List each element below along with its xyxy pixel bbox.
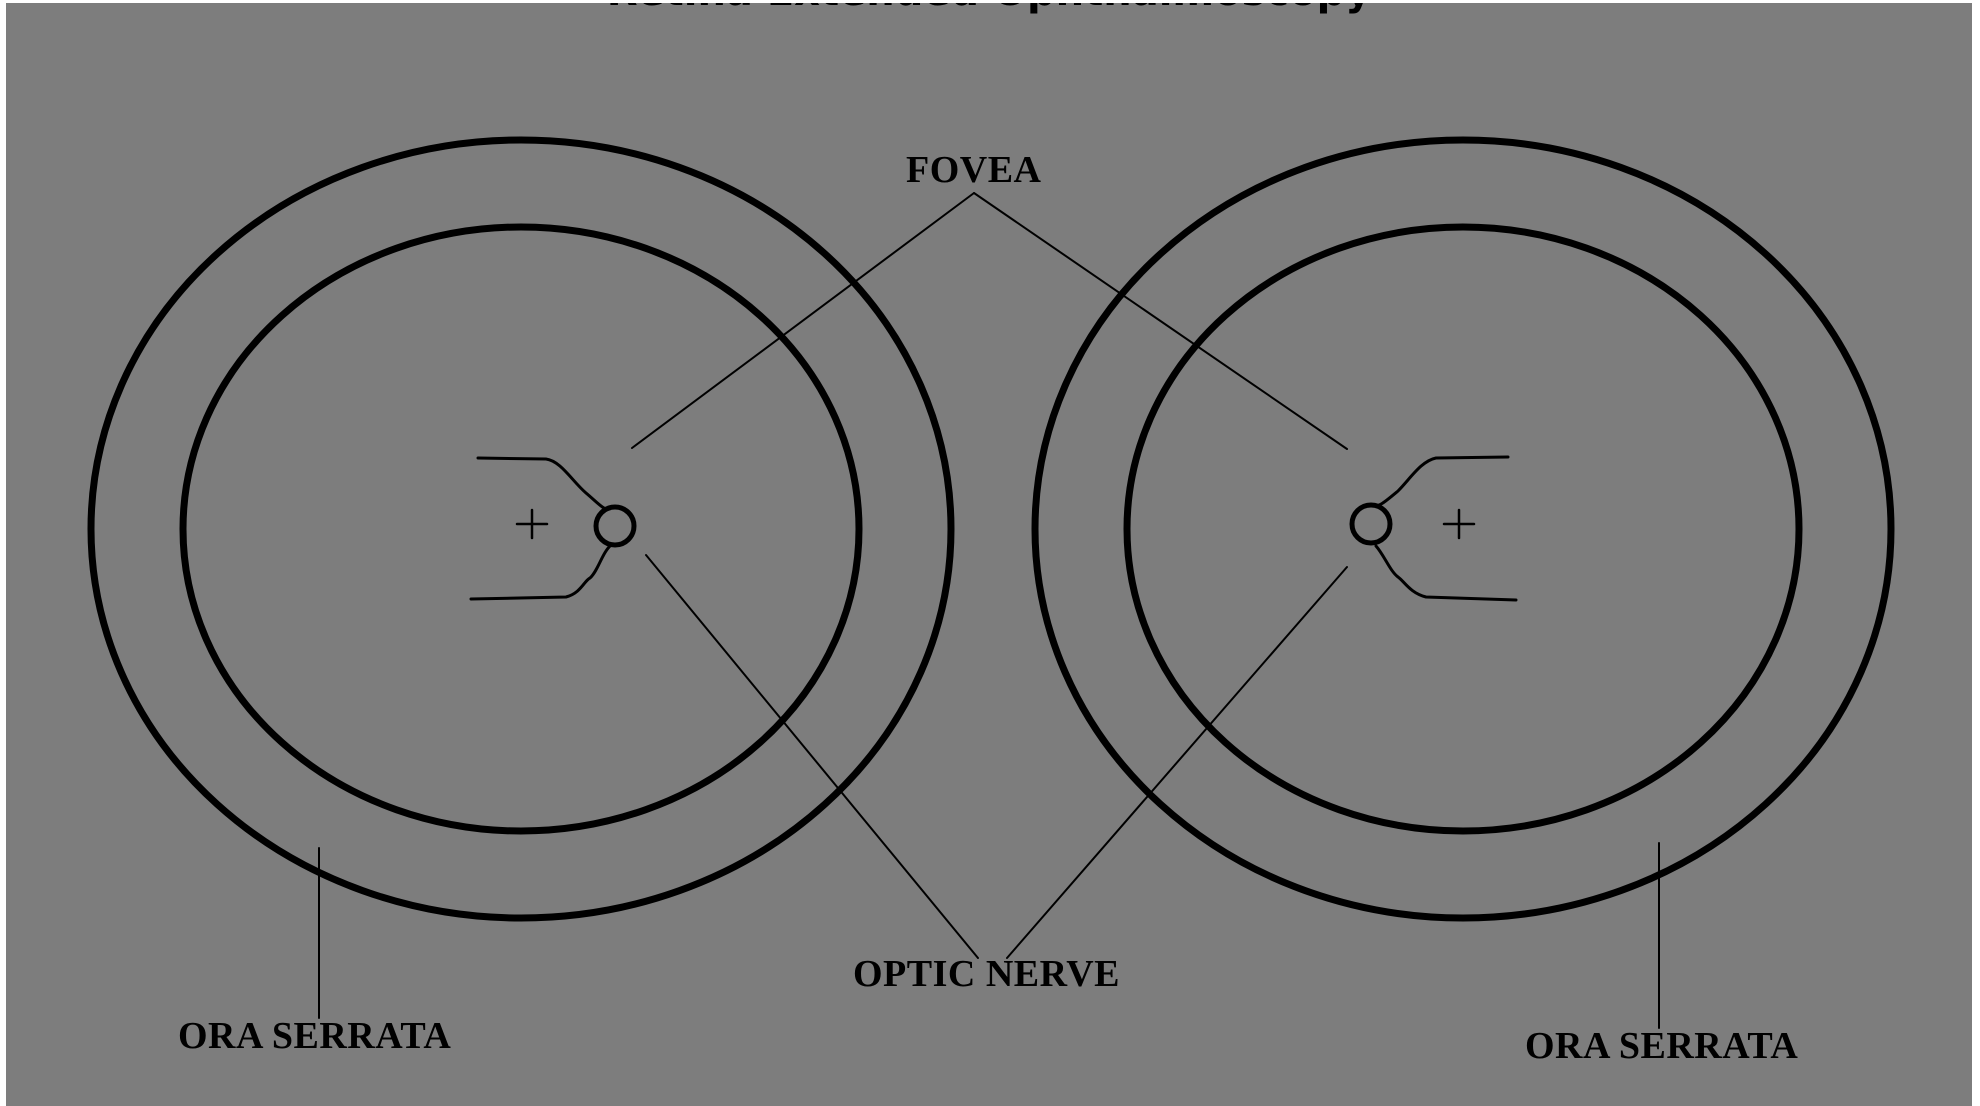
leader-lines <box>319 193 1659 1028</box>
optic-nerve-leader-left <box>646 555 978 958</box>
ora-serrata-right-label: ORA SERRATA <box>1525 1024 1798 1068</box>
right-fovea-cross <box>1444 510 1474 538</box>
optic-nerve-label: OPTIC NERVE <box>853 952 1120 996</box>
right-macula-outline <box>1374 457 1508 506</box>
fovea-leader-right <box>974 193 1347 449</box>
ora-serrata-left-label: ORA SERRATA <box>178 1014 451 1058</box>
optic-nerve-leader-right <box>1007 567 1347 958</box>
left-macula-outline <box>478 458 611 509</box>
left-equator-circle <box>183 227 859 831</box>
diagram-canvas: Retina Extended Ophthalmoscopy <box>6 3 1972 1106</box>
right-macula-outline-lower <box>1376 546 1516 600</box>
left-eye <box>91 140 951 918</box>
left-optic-disc <box>596 507 634 545</box>
right-equator-circle <box>1127 227 1799 831</box>
left-ora-serrata-circle <box>91 140 951 918</box>
right-eye <box>1035 140 1891 918</box>
fovea-label: FOVEA <box>906 148 1042 192</box>
left-macula-outline-lower <box>471 545 611 599</box>
left-fovea-cross <box>517 510 547 538</box>
right-ora-serrata-circle <box>1035 140 1891 918</box>
right-optic-disc <box>1352 505 1390 543</box>
